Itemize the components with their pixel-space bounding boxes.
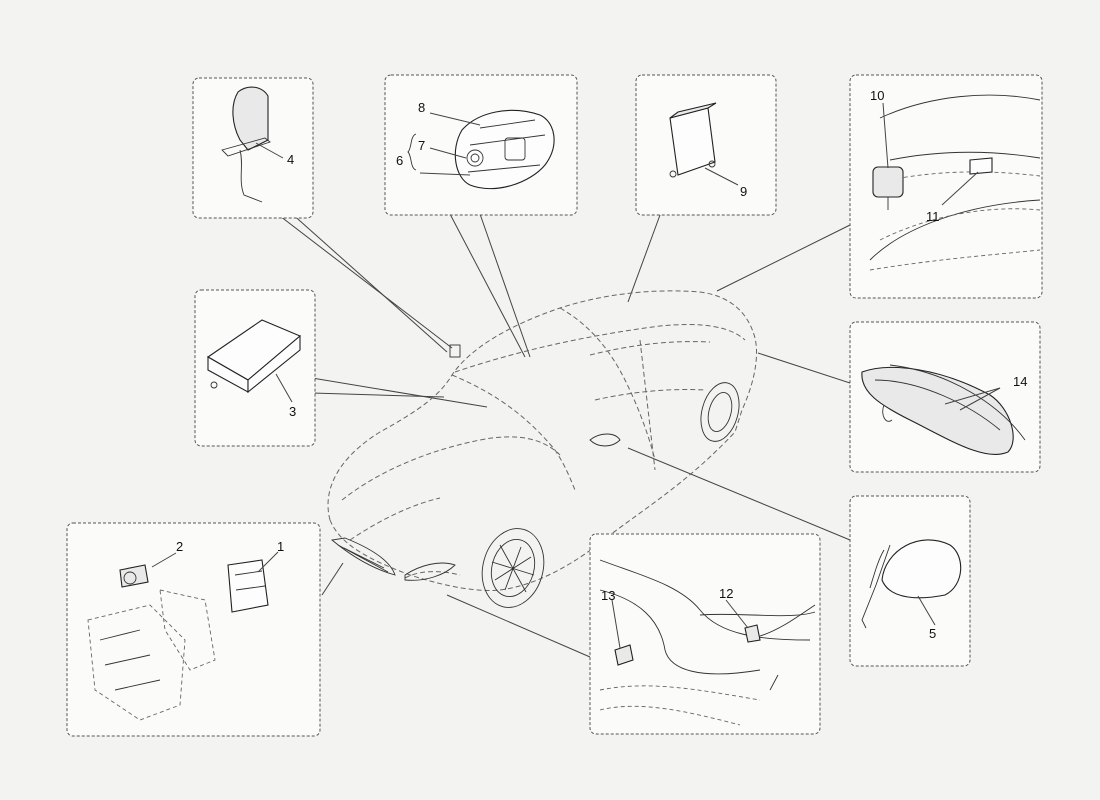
callout-9: 9 — [740, 184, 747, 199]
callout-6: 6 — [396, 153, 403, 168]
detail-box-control-module — [635, 74, 777, 216]
callout-13: 13 — [601, 588, 615, 603]
callout-labels: 1 2 3 4 5 6 7 8 9 10 11 12 13 14 — [176, 88, 1027, 641]
detail-box-rain-sensor — [192, 77, 314, 219]
detail-box-rear-lamp — [849, 321, 1041, 473]
leader-lines — [262, 202, 851, 658]
detail-box-unit-3 — [194, 289, 316, 447]
car-illustration — [327, 290, 758, 608]
callout-2: 2 — [176, 539, 183, 554]
detail-box-bumper-sensors — [589, 533, 821, 735]
detail-box-roof-console — [384, 74, 578, 216]
callout-1: 1 — [277, 539, 284, 554]
callout-7: 7 — [418, 138, 425, 153]
callout-11: 11 — [926, 209, 940, 224]
callout-3: 3 — [289, 404, 296, 419]
detail-box-front-radar — [66, 522, 321, 737]
detail-box-rear-sensors — [849, 74, 1043, 299]
callout-12: 12 — [719, 586, 733, 601]
callout-8: 8 — [418, 100, 425, 115]
callout-4: 4 — [287, 152, 294, 167]
callout-14: 14 — [1013, 374, 1027, 389]
callout-5: 5 — [929, 626, 936, 641]
detail-box-exterior-mirror — [849, 495, 971, 667]
callout-10: 10 — [870, 88, 884, 103]
